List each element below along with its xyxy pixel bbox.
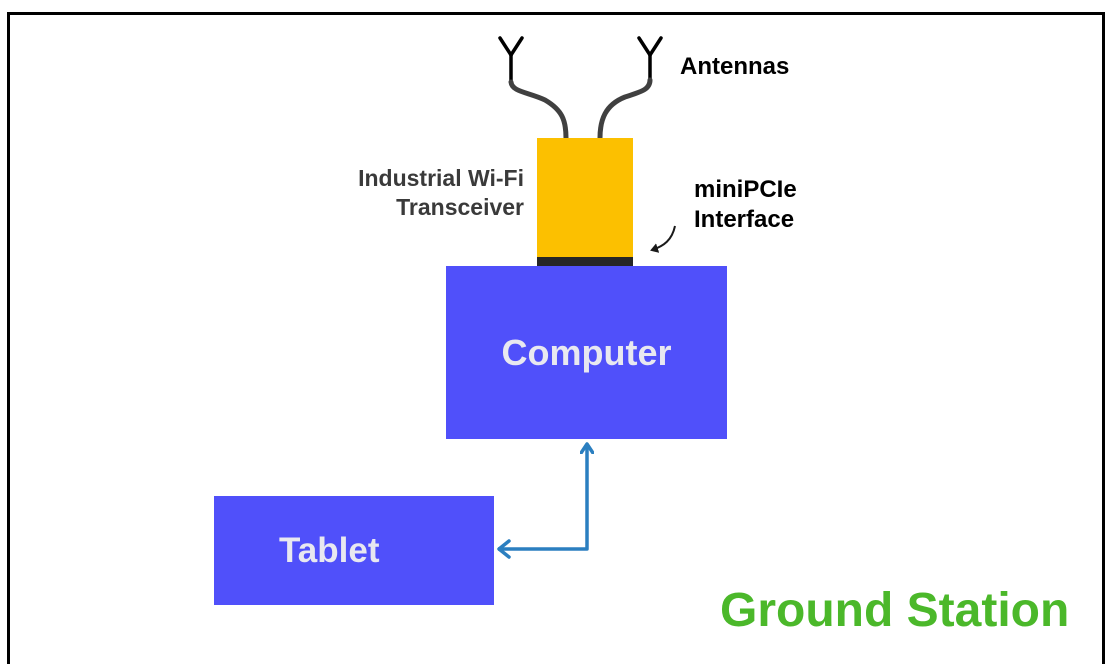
computer-node: Computer (446, 266, 727, 439)
transceiver-module (537, 138, 633, 259)
ground-station-frame (7, 12, 1105, 664)
transceiver-label-line1: Industrial Wi-Fi (358, 165, 524, 191)
antenna-right-icon (637, 36, 663, 82)
tablet-label: Tablet (279, 530, 380, 570)
antenna-cable-left (508, 79, 569, 141)
transceiver-label-line2: Transceiver (396, 193, 524, 220)
computer-box-shape (446, 266, 727, 439)
transceiver-label: Industrial Wi-Fi Transceiver (258, 164, 524, 222)
antenna-left-icon (498, 36, 524, 84)
interface-label: miniPCIe Interface (694, 175, 797, 235)
antenna-cable-right (597, 77, 653, 141)
computer-label: Computer (501, 331, 672, 373)
ground-station-title: Ground Station (720, 584, 1070, 637)
interface-label-line1: miniPCIe (694, 176, 797, 203)
link-arrowhead-tablet (497, 539, 511, 559)
tablet-computer-link (498, 445, 587, 551)
antennas-label: Antennas (680, 53, 790, 80)
minipcie-connector (537, 257, 633, 268)
interface-pointer-arrow (650, 225, 676, 253)
tablet-node: Tablet (214, 496, 494, 605)
tablet-box-shape (214, 496, 494, 605)
interface-label-line2: Interface (694, 206, 795, 233)
